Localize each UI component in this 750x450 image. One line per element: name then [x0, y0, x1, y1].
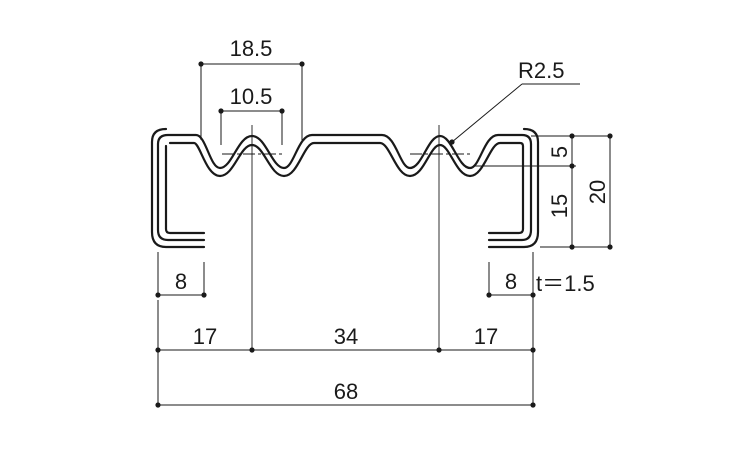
dim-dot	[155, 402, 161, 408]
dim-dot	[201, 292, 207, 298]
dim-dot	[607, 244, 613, 250]
dim-dot	[569, 163, 575, 169]
dim-dot	[486, 292, 492, 298]
label-side-left: 17	[193, 324, 217, 349]
label-total-height: 20	[585, 180, 610, 204]
label-radius: R2.5	[518, 58, 564, 83]
dim-dot	[198, 61, 204, 67]
dim-dot	[449, 139, 455, 145]
dim-dot	[279, 108, 285, 114]
dim-dot	[249, 347, 255, 353]
label-lip-right: 8	[505, 269, 517, 294]
label-side-right: 17	[474, 324, 498, 349]
profile-outline-outer	[156, 133, 533, 242]
dim-dot	[530, 292, 536, 298]
leader-radius	[451, 83, 523, 143]
dim-dot	[299, 61, 305, 67]
label-thickness: t＝1.5	[536, 271, 595, 296]
label-pitch-inner: 10.5	[230, 84, 273, 109]
label-total-width: 68	[334, 379, 358, 404]
label-center-span: 34	[334, 324, 358, 349]
dim-dot	[530, 347, 536, 353]
dim-dot	[607, 133, 613, 139]
dim-dot	[218, 108, 224, 114]
profile-outline-inner	[150, 127, 540, 249]
dim-dot	[155, 292, 161, 298]
dim-dot	[436, 347, 442, 353]
dim-dot	[155, 347, 161, 353]
label-wave-depth: 5	[547, 146, 572, 158]
label-flange-height: 15	[547, 194, 572, 218]
dim-dot	[569, 244, 575, 250]
label-lip-left: 8	[175, 269, 187, 294]
dim-dot	[530, 402, 536, 408]
dim-dot	[569, 133, 575, 139]
label-pitch-outer: 18.5	[230, 36, 273, 61]
